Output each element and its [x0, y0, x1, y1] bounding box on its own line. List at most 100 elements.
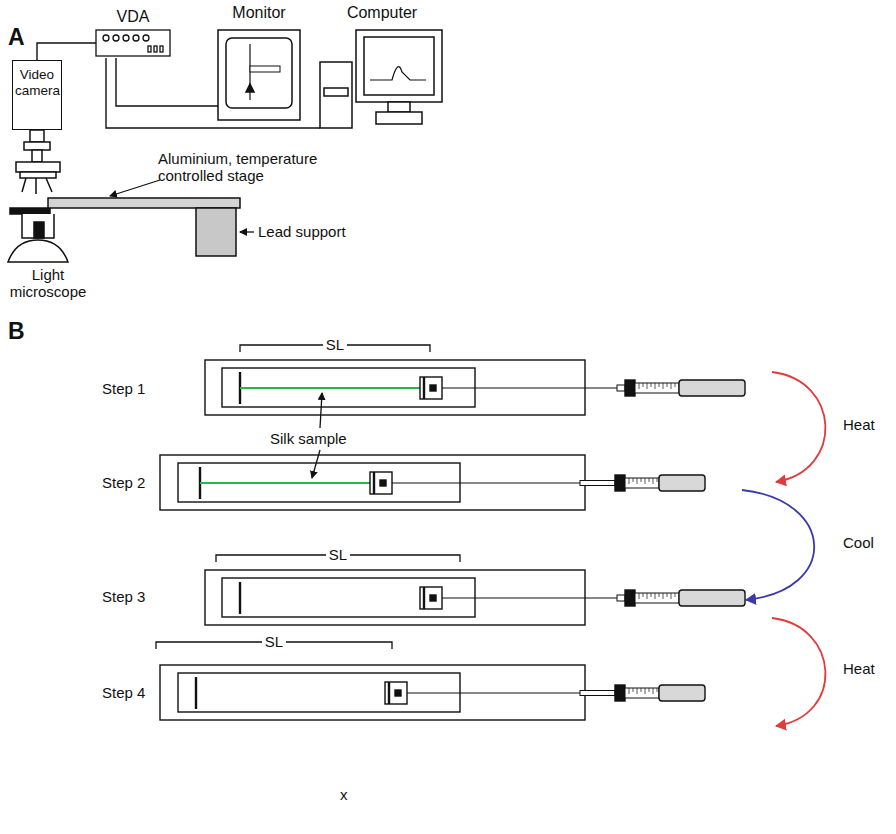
extended-spindle: [580, 691, 615, 696]
device-label: Computer: [318, 4, 446, 22]
device-box: Video camera: [12, 60, 62, 130]
slider-pin: [430, 385, 436, 391]
panel-letter: B: [8, 318, 25, 344]
heat-arrow: [772, 372, 825, 482]
scale-tick: [637, 478, 638, 484]
device-group: Computer: [318, 4, 446, 136]
scale-tick: [657, 478, 658, 482]
scale-tick: [655, 383, 656, 389]
micrometer-thimble: [659, 475, 705, 491]
annotation-label: Step 2: [102, 474, 145, 491]
annotation-label: SL: [262, 633, 286, 650]
scale-tick: [651, 383, 652, 387]
micrometer-thimble: [679, 590, 745, 606]
fixed-post: [239, 582, 241, 614]
micrometer-sleeve: [625, 688, 659, 698]
scale-tick: [633, 478, 634, 482]
scale-tick: [649, 688, 650, 692]
strain-rig: [205, 570, 745, 625]
slider-block: [385, 682, 407, 704]
scale-tick: [675, 383, 676, 387]
lead-support: [196, 208, 236, 256]
scale-tick: [645, 688, 646, 694]
annotation-label: Silk sample: [270, 430, 347, 447]
rig-inner-frame: [222, 368, 475, 407]
scale-tick: [667, 383, 668, 387]
push-rod: [392, 482, 580, 483]
panel-letter: A: [8, 24, 25, 50]
leader-line: [312, 450, 320, 478]
scale-tick: [629, 688, 630, 694]
scale-tick: [651, 593, 652, 597]
light-microscope: [8, 130, 68, 262]
video-monitor: [218, 30, 300, 120]
extended-spindle: [580, 481, 615, 486]
scale-tick: [647, 593, 648, 599]
slider-edge: [388, 682, 390, 704]
leader-line: [320, 393, 322, 428]
device-group: VDA: [94, 8, 172, 58]
slider-pin: [380, 480, 386, 486]
computer: [320, 30, 442, 128]
scale-tick: [663, 383, 664, 389]
annotation-label: Light microscope: [8, 266, 88, 301]
strain-rig: [205, 360, 745, 415]
annotation-label: x: [340, 786, 348, 803]
cable: [106, 58, 320, 128]
cable: [37, 43, 96, 60]
slider-pin: [395, 690, 401, 696]
scale-tick: [653, 478, 654, 484]
scale-tick: [641, 688, 642, 692]
scale-tick: [633, 688, 634, 692]
micrometer-collar: [615, 685, 625, 701]
device-label: Monitor: [214, 4, 304, 22]
cable: [116, 58, 218, 106]
slider-block: [420, 587, 442, 609]
silk-fibre: [240, 387, 424, 389]
scale-tick: [641, 478, 642, 482]
annotation-label: Step 3: [102, 588, 145, 605]
micrometer-thimble: [659, 685, 705, 701]
scale-tick: [649, 478, 650, 482]
annotation-label: Heat: [843, 416, 875, 433]
spindle-end: [617, 385, 625, 391]
silk-fibre: [200, 482, 374, 484]
annotation-label: SL: [323, 336, 347, 353]
leader-line: [240, 231, 254, 232]
scale-tick: [645, 478, 646, 484]
slider-block: [420, 377, 442, 399]
micrometer-sleeve: [635, 383, 679, 393]
micrometer-collar: [625, 590, 635, 606]
scale-tick: [659, 383, 660, 387]
slider-edge: [423, 587, 425, 609]
scale-tick: [655, 593, 656, 599]
push-rod: [407, 692, 580, 693]
scale-tick: [643, 593, 644, 597]
push-rod: [442, 387, 625, 388]
scale-tick: [653, 688, 654, 694]
device-group: Monitor: [214, 4, 304, 122]
scale-tick: [667, 593, 668, 597]
strain-rig: [160, 455, 705, 510]
scale-tick: [639, 593, 640, 599]
slider-edge: [373, 472, 375, 494]
slider-pin: [430, 595, 436, 601]
annotation-label: Aluminium, temperature controlled stage: [158, 150, 328, 185]
annotation-label: Heat: [843, 660, 875, 677]
temperature-stage: [48, 198, 240, 208]
micrometer-collar: [615, 475, 625, 491]
annotation-label: Step 4: [102, 684, 145, 701]
device-label: VDA: [94, 8, 172, 26]
micrometer-sleeve: [625, 478, 659, 488]
strain-rig: [160, 665, 705, 720]
heat-arrow: [772, 618, 825, 726]
device-label: Video camera: [15, 67, 59, 98]
scale-tick: [659, 593, 660, 597]
scale-tick: [671, 383, 672, 389]
annotation-label: SL: [326, 546, 350, 563]
slider-edge: [423, 377, 425, 399]
fixed-post: [195, 677, 197, 709]
scale-tick: [629, 478, 630, 484]
